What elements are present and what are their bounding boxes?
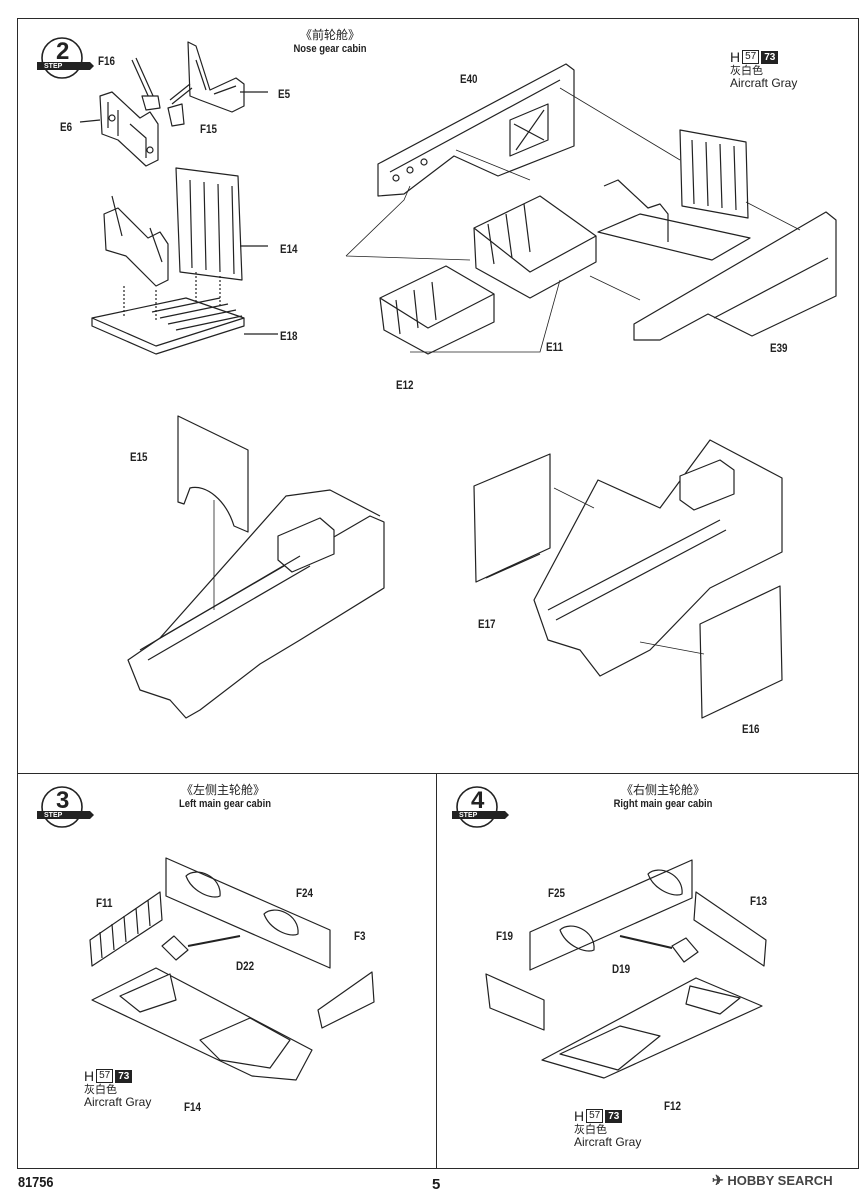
paint-code-57: 57 — [742, 50, 760, 64]
watermark-text: HOBBY SEARCH — [727, 1173, 833, 1188]
part-e15: E15 — [130, 450, 148, 464]
part-f12: F12 — [664, 1099, 681, 1113]
step2-paint-callout: H 57 73 灰白色 Aircraft Gray — [730, 50, 797, 90]
part-e11: E11 — [546, 340, 563, 354]
paint-name-cn: 灰白色 — [574, 1123, 607, 1136]
watermark-logo-icon: ✈ — [712, 1172, 724, 1188]
paint-name-en: Aircraft Gray — [574, 1135, 642, 1149]
step4-badge: 4 STEP — [453, 785, 497, 829]
paint-name-en: Aircraft Gray — [84, 1095, 152, 1109]
paint-code-57: 57 — [96, 1069, 114, 1083]
part-e17: E17 — [478, 617, 496, 631]
step2-step-word: STEP — [44, 63, 63, 70]
step2-title-cn: 《前轮舱》 — [299, 28, 360, 42]
step3-frame — [17, 773, 437, 1169]
paint-h-mark: H — [730, 48, 741, 65]
paint-code-73: 73 — [761, 50, 779, 64]
step2-frame — [17, 18, 859, 774]
part-f24: F24 — [296, 886, 313, 900]
paint-h-mark: H — [84, 1067, 95, 1084]
paint-h-mark: H — [574, 1107, 585, 1124]
step2-title-en: Nose gear cabin — [293, 43, 367, 55]
step3-badge: 3 STEP — [38, 785, 82, 829]
part-e14: E14 — [280, 242, 298, 256]
step3-number: 3 — [56, 787, 70, 814]
step2-number: 2 — [56, 38, 70, 65]
page-number: 5 — [432, 1176, 441, 1193]
part-f3: F3 — [354, 929, 366, 943]
step2-badge: 2 STEP — [38, 36, 82, 80]
part-e6: E6 — [60, 120, 73, 134]
step4-frame — [436, 773, 859, 1169]
step3-title-en: Left main gear cabin — [178, 798, 271, 810]
paint-name-cn: 灰白色 — [730, 64, 763, 77]
part-f11: F11 — [96, 896, 113, 910]
paint-name-cn: 灰白色 — [84, 1083, 117, 1096]
step4-title-en: Right main gear cabin — [613, 798, 713, 810]
paint-name-en: Aircraft Gray — [730, 76, 798, 90]
step4-number: 4 — [471, 787, 485, 814]
step3-title-cn: 《左侧主轮舱》 — [180, 783, 265, 797]
paint-code-57: 57 — [586, 1109, 604, 1123]
part-e5: E5 — [278, 87, 291, 101]
part-e12: E12 — [396, 378, 414, 392]
step4-title-cn: 《右侧主轮舱》 — [620, 783, 705, 797]
part-e18: E18 — [280, 329, 298, 343]
paint-code-73: 73 — [115, 1069, 133, 1083]
part-f16: F16 — [98, 54, 115, 68]
hobby-search-watermark: ✈ HOBBY SEARCH — [712, 1172, 833, 1189]
part-f14: F14 — [184, 1100, 201, 1114]
part-e16: E16 — [742, 722, 760, 736]
paint-code-73: 73 — [605, 1109, 623, 1123]
step4-paint-callout: H 57 73 灰白色 Aircraft Gray — [574, 1109, 641, 1149]
part-e39: E39 — [770, 341, 788, 355]
step3-step-word: STEP — [44, 812, 63, 819]
part-e40: E40 — [460, 72, 478, 86]
part-f19: F19 — [496, 929, 513, 943]
part-f13: F13 — [750, 894, 767, 908]
part-d19: D19 — [612, 962, 631, 976]
step4-step-word: STEP — [459, 812, 478, 819]
step3-paint-callout: H 57 73 灰白色 Aircraft Gray — [84, 1069, 151, 1109]
part-f15: F15 — [200, 122, 217, 136]
part-f25: F25 — [548, 886, 565, 900]
part-d22: D22 — [236, 959, 255, 973]
model-number: 81756 — [18, 1174, 54, 1191]
